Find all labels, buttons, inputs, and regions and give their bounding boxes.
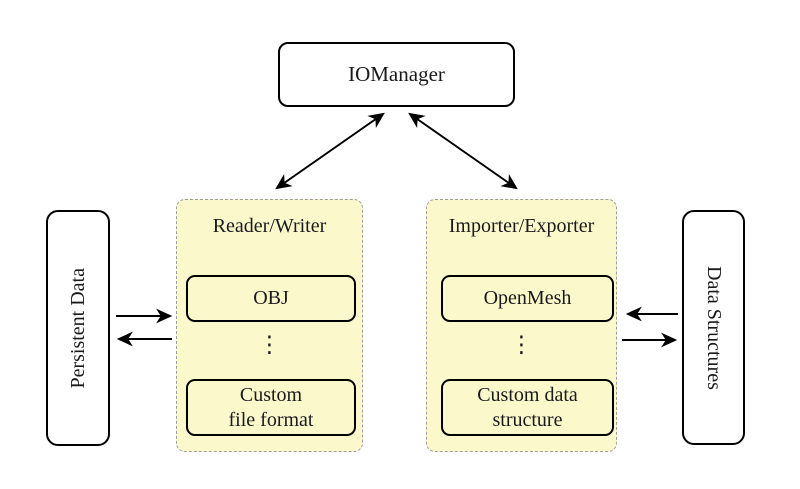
custom-data-structure-node: Custom data structure <box>441 379 614 436</box>
reader-writer-group: Reader/Writer OBJ ⋮ Custom file format <box>176 199 363 452</box>
custom-file-format-node: Custom file format <box>186 379 356 436</box>
importer-exporter-ellipsis: ⋮ <box>510 332 533 358</box>
reader-writer-ellipsis: ⋮ <box>258 332 281 358</box>
arrow-iomanager-importerexporter <box>408 112 518 190</box>
arrow-iomanager-readerwriter <box>275 112 385 190</box>
iomanager-node: IOManager <box>278 42 515 107</box>
obj-node: OBJ <box>186 275 356 322</box>
importer-exporter-group: Importer/Exporter OpenMesh ⋮ Custom data… <box>426 199 617 452</box>
data-structures-label: Data Structures <box>703 265 725 390</box>
persistent-data-node: Persistent Data <box>46 210 110 446</box>
persistent-data-label: Persistent Data <box>66 267 89 389</box>
custom-file-format-label: Custom file format <box>228 383 314 431</box>
iomanager-label: IOManager <box>348 62 445 86</box>
data-structures-node: Data Structures <box>682 210 745 445</box>
openmesh-label: OpenMesh <box>483 287 572 309</box>
obj-label: OBJ <box>253 287 289 309</box>
openmesh-node: OpenMesh <box>441 275 614 322</box>
reader-writer-title: Reader/Writer <box>212 215 327 237</box>
importer-exporter-title: Importer/Exporter <box>448 215 595 237</box>
custom-data-structure-label: Custom data structure <box>477 383 578 431</box>
